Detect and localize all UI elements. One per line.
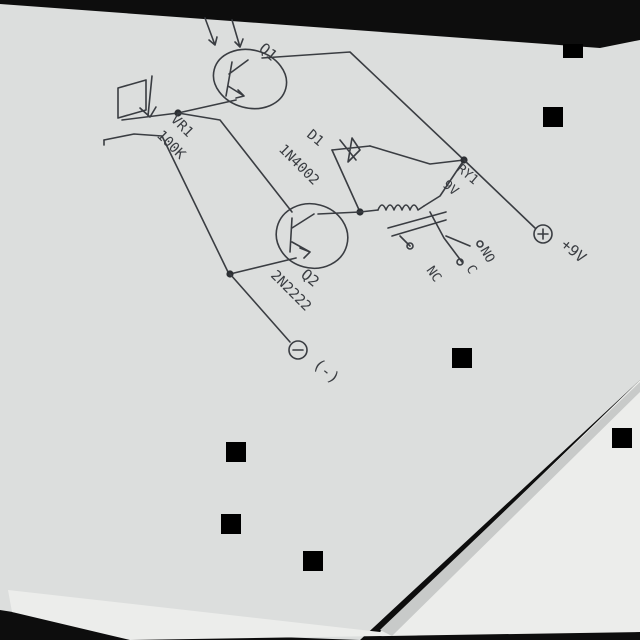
relay-core	[387, 211, 447, 237]
paper-fold	[8, 380, 640, 640]
q1-transistor-symbol	[212, 48, 288, 110]
wire-vr1-left	[103, 133, 229, 273]
plus-sign	[537, 228, 549, 240]
light-arrow-icon	[204, 17, 218, 46]
noise-speck	[303, 551, 323, 571]
wire-contact-nc	[399, 235, 411, 247]
wire-ground-rail	[229, 273, 291, 343]
noise-speck	[452, 348, 472, 368]
wire-d1	[369, 145, 465, 165]
schematic	[103, 17, 553, 360]
paper-fold-shadow	[380, 382, 640, 636]
wire-vr1-q2	[177, 112, 293, 213]
noise-speck	[221, 514, 241, 534]
wire-d1-down	[331, 149, 361, 213]
noise-speck	[543, 107, 563, 127]
minus-terminal-symbol	[288, 340, 308, 360]
wire-q2-collector	[317, 209, 379, 215]
noise-speck	[226, 442, 246, 462]
q1-internal	[225, 59, 249, 99]
wire-q2-emitter	[229, 257, 297, 275]
d1-diode-symbol	[331, 137, 371, 163]
contact-c	[456, 258, 464, 266]
relay-coil-symbol	[377, 204, 425, 211]
contact-nc	[406, 242, 414, 250]
wire-q1-top	[261, 51, 465, 161]
label-contact-no: NO	[477, 245, 498, 266]
vr1-body	[117, 79, 147, 119]
noise-speck	[563, 44, 583, 58]
plus-terminal-symbol	[533, 224, 553, 244]
light-arrow-icon	[231, 19, 244, 48]
noise-speck	[612, 428, 632, 448]
q2-transistor-symbol	[275, 202, 349, 270]
paper-sheet	[0, 4, 640, 640]
relay-switch	[429, 211, 471, 263]
wire-coil-top	[423, 159, 465, 207]
wire-plus-rail	[463, 159, 536, 229]
q2-internal	[289, 213, 315, 259]
label-contact-nc: NC	[423, 264, 444, 285]
contact-no	[476, 240, 484, 248]
